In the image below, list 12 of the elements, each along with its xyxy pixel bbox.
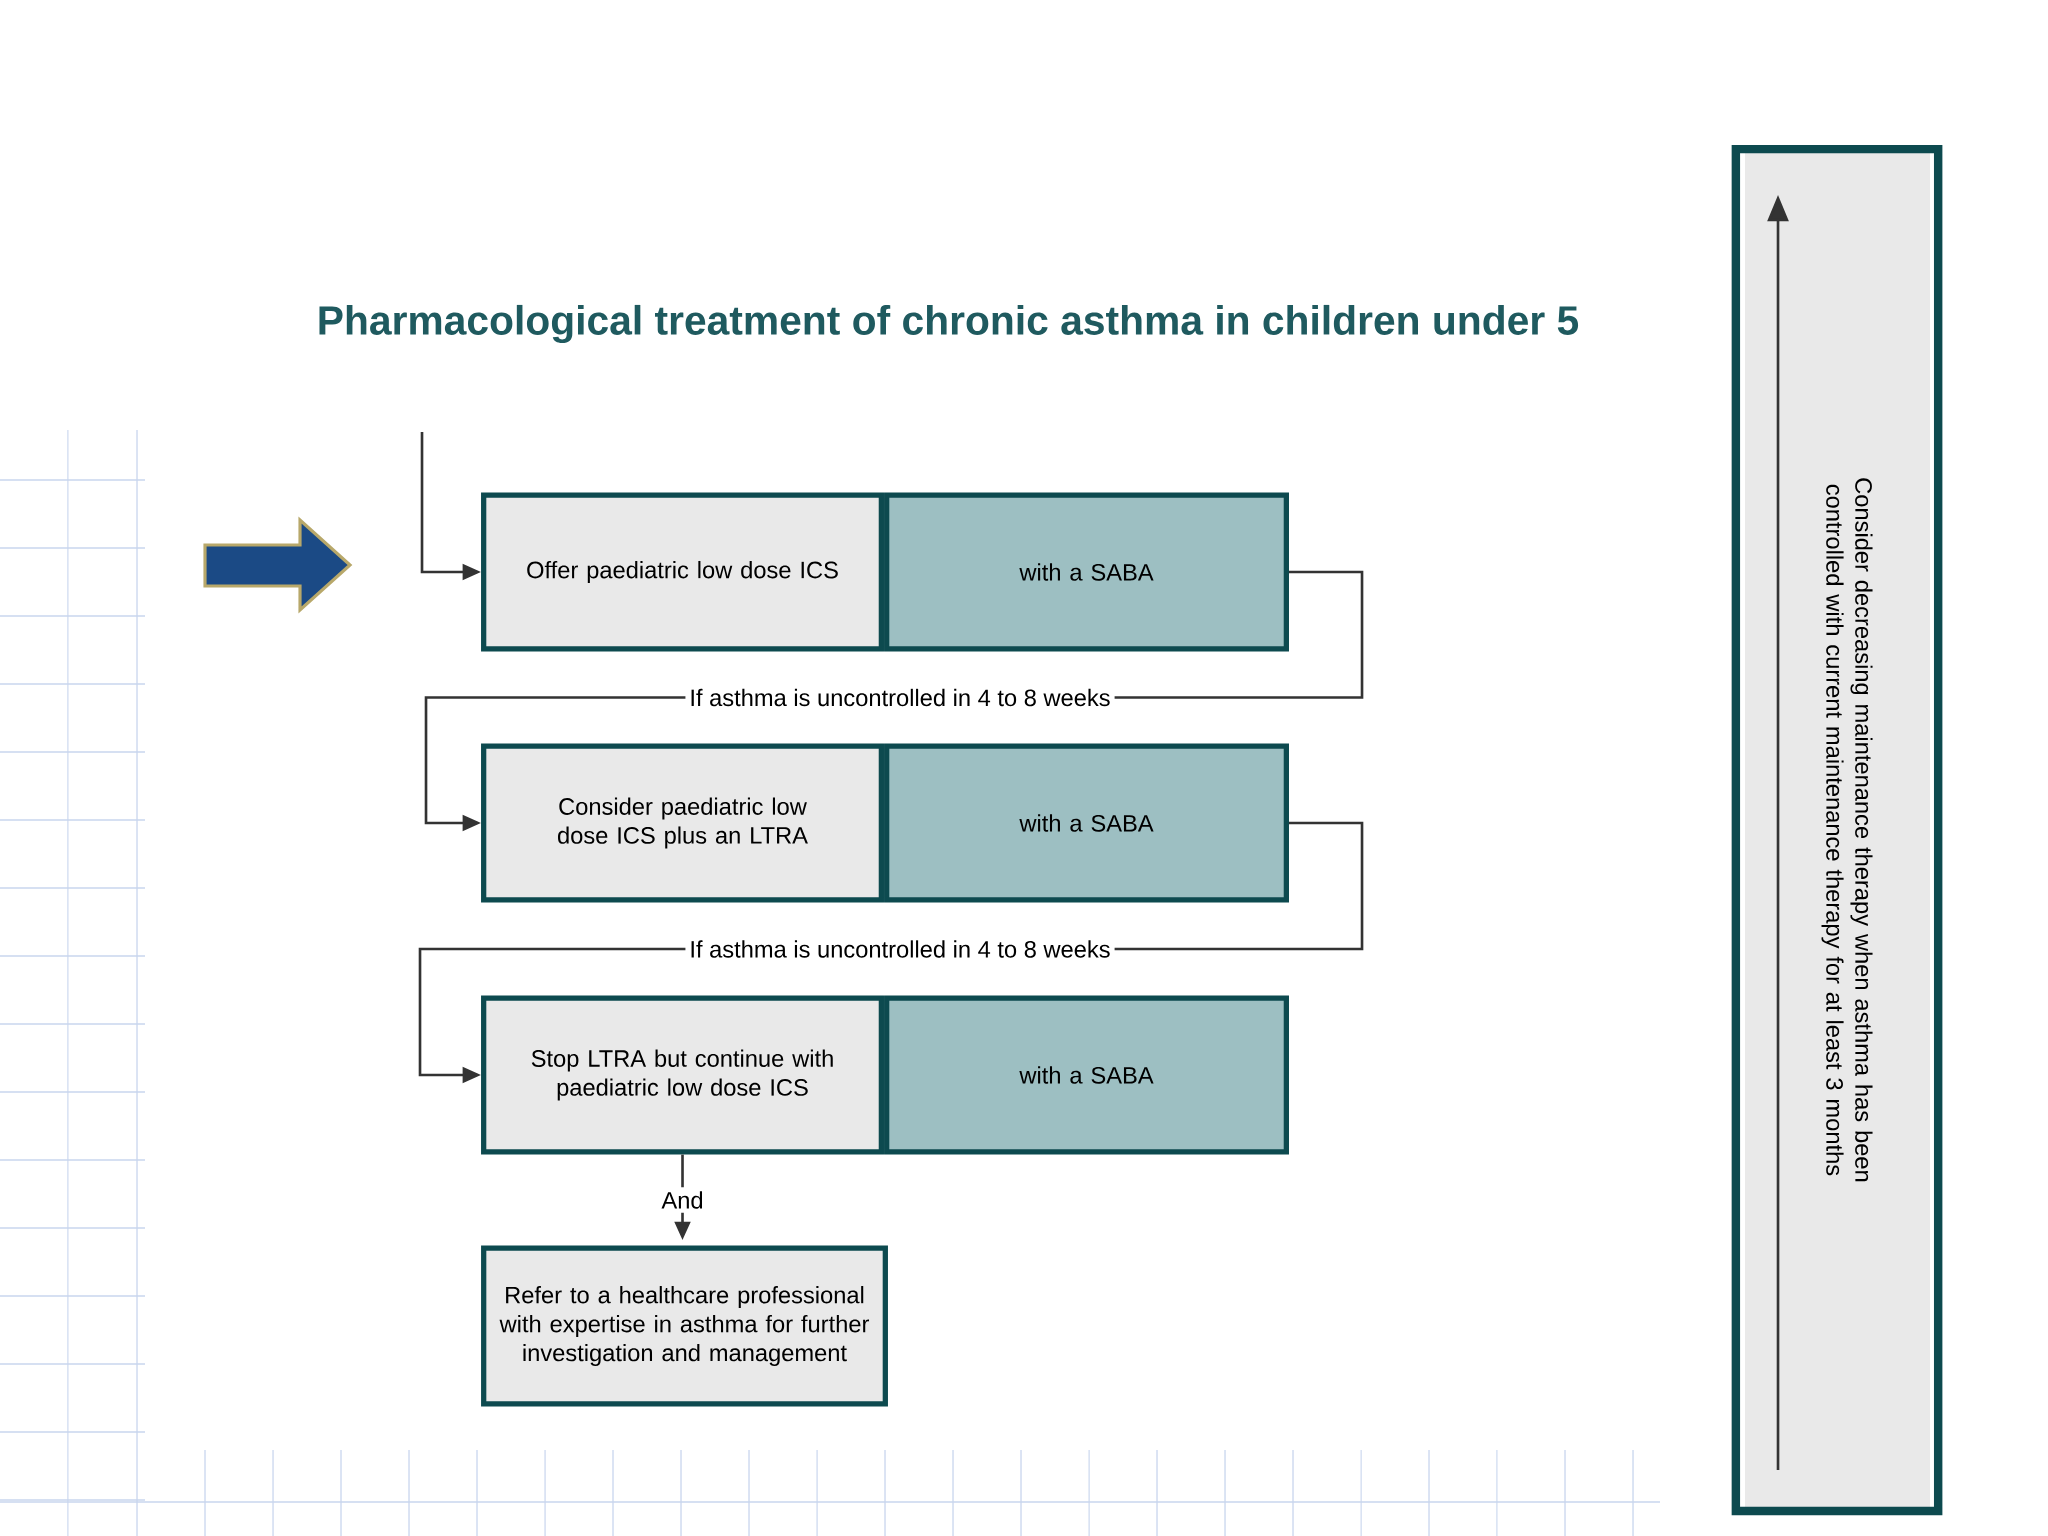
treatment-box: Offer paediatric low dose ICS bbox=[481, 492, 884, 652]
treatment-box: Stop LTRA but continue with paediatric low dose ICS bbox=[481, 995, 884, 1155]
treatment-box: Consider paediatric low dose ICS plus an LTRA bbox=[481, 743, 884, 903]
edge-label: And bbox=[657, 1187, 708, 1213]
step-down-panel: Consider decreasing maintenance therapy when asthma has been controlled with current maintenance therapy for at least 3 months bbox=[1731, 144, 1943, 1516]
saba-box: with a SABA bbox=[884, 995, 1289, 1155]
referral-box: Refer to a healthcare professional with expertise in asthma for further investigation and management bbox=[481, 1245, 888, 1407]
edge-label: If asthma is uncontrolled in 4 to 8 weeks bbox=[685, 684, 1115, 711]
saba-box: with a SABA bbox=[884, 492, 1289, 652]
edge-label: If asthma is uncontrolled in 4 to 8 weeks bbox=[685, 936, 1115, 962]
saba-box: with a SABA bbox=[884, 743, 1289, 903]
title: Pharmacological treatment of chronic asthma in children under 5 bbox=[319, 304, 1579, 344]
